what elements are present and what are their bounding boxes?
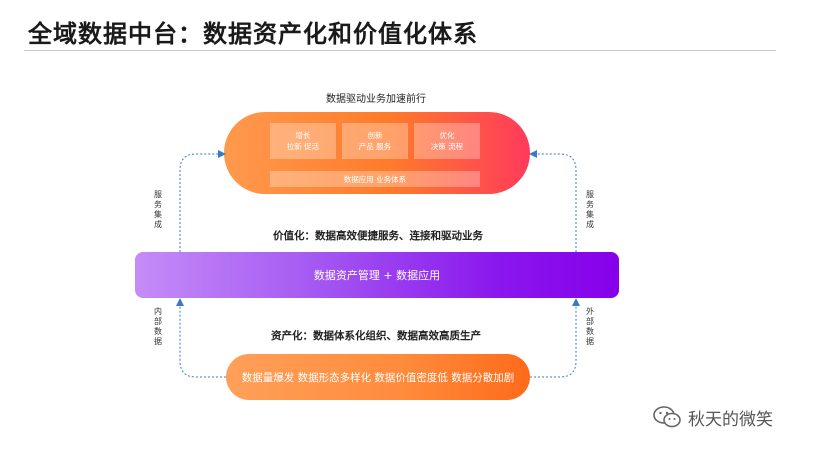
data-challenges-pill: 数据量爆发 数据形态多样化 数据价值密度低 数据分散加剧 (226, 354, 530, 400)
optimization-title: 优化 (439, 131, 455, 140)
wechat-icon (653, 406, 681, 428)
optimization-detail: 决策 流程 (430, 142, 464, 151)
service-integration-label-right: 服务集成 (586, 190, 594, 229)
business-application-pill: 增长 拉新 促活 创新 产品 服务 优化 决策 流程 数据应用 业务体系 (224, 112, 530, 194)
top-caption: 数据驱动业务加速前行 (326, 94, 426, 105)
asset-caption: 资产化：数据体系化组织、数据高效高质生产 (271, 330, 481, 342)
data-challenges-label: 数据量爆发 数据形态多样化 数据价值密度低 数据分散加剧 (241, 371, 515, 384)
innovation-title: 创新 (367, 131, 383, 140)
value-caption: 价值化：数据高效便捷服务、连接和驱动业务 (273, 230, 483, 242)
watermark-text: 秋天的微笑 (688, 409, 773, 430)
title-divider (24, 50, 776, 51)
service-integration-label-left: 服务集成 (154, 190, 162, 229)
asset-management-label: 数据资产管理 + 数据应用 (313, 269, 441, 282)
growth-detail: 拉新 促活 (286, 142, 320, 151)
growth-title: 增长 (295, 131, 311, 140)
page-title: 全域数据中台：数据资产化和价值化体系 (28, 20, 478, 48)
optimization-box: 优化 决策 流程 (414, 123, 480, 159)
external-data-label: 外部数据 (586, 307, 594, 346)
internal-data-label: 内部数据 (154, 307, 162, 346)
left-lower-arrow (176, 298, 226, 378)
innovation-box: 创新 产品 服务 (342, 123, 408, 159)
left-upper-arrow (179, 150, 226, 252)
growth-box: 增长 拉新 促活 (270, 123, 336, 159)
business-system-box: 数据应用 业务体系 (270, 171, 480, 187)
right-upper-arrow (529, 150, 577, 252)
watermark: 秋天的微笑 (652, 404, 773, 430)
innovation-detail: 产品 服务 (358, 142, 392, 151)
right-lower-arrow (530, 298, 580, 378)
asset-management-bar: 数据资产管理 + 数据应用 (135, 252, 619, 298)
